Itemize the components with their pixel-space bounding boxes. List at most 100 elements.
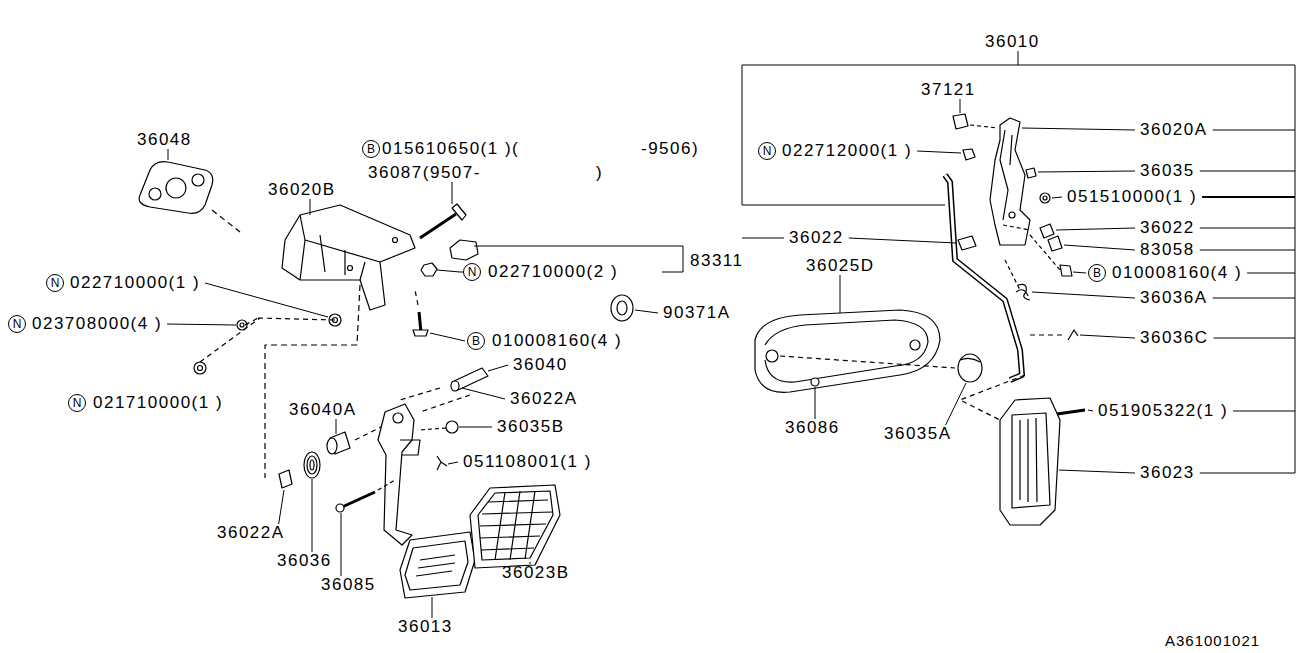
callout-number: 015610650(1 )( [382, 138, 519, 160]
leader-line [1080, 335, 1135, 338]
leader-line [1022, 128, 1135, 130]
leader-line [1064, 245, 1135, 250]
circled-letter: B [362, 140, 380, 158]
leader-line [341, 513, 342, 576]
leader-line [336, 419, 337, 434]
callout-number: ) [596, 162, 603, 184]
leader-line [849, 238, 956, 243]
callout-number: 36040A [289, 399, 357, 421]
callout-number: 36086 [785, 417, 840, 439]
leader-line [167, 324, 236, 325]
callout-number: 051510000(1 ) [1067, 186, 1197, 208]
leader-line [1200, 250, 1295, 251]
leader-line [1213, 298, 1295, 299]
callout-number: 051108001(1 ) [463, 451, 592, 473]
circled-letter: N [46, 274, 64, 292]
circled-letter: N [463, 263, 481, 281]
circled-letter-text: B [472, 335, 480, 347]
leader-line [1038, 171, 1135, 172]
circled-letter: B [1088, 264, 1106, 282]
callout-number: 36035A [884, 423, 952, 445]
callout-number: 010008160(4 ) [1112, 262, 1242, 284]
callout-number: 36023 [1140, 462, 1195, 484]
callout-number: 36022A [510, 388, 578, 410]
leader-line [1200, 171, 1295, 172]
leader-line [1018, 51, 1019, 65]
circled-letter-text: N [468, 266, 477, 278]
callout-number: 83058 [1140, 239, 1195, 261]
callout-number: 023708000(4 ) [32, 313, 162, 335]
leader-line [1032, 292, 1135, 298]
callout-number: 36035B [497, 416, 565, 438]
callout-number: 36022A [217, 522, 285, 544]
callout-number: 022710000(2 ) [488, 261, 618, 283]
leader-line [742, 238, 784, 239]
callout-number: 36010 [985, 31, 1040, 53]
leader-line [946, 383, 966, 425]
callout-number: 36022 [1140, 217, 1195, 239]
leader-line [1200, 228, 1295, 229]
callout-number: 36035 [1140, 160, 1195, 182]
callout-number: 36036C [1140, 327, 1209, 349]
callout-number: 36020B [268, 179, 336, 201]
leader-line [1088, 410, 1093, 411]
callout-number: -9506) [641, 138, 699, 160]
leader-line [1247, 273, 1295, 274]
callout-number: 051905322(1 ) [1098, 400, 1228, 422]
leader-line [1200, 473, 1295, 474]
callout-number: 36025D [806, 255, 875, 277]
callout-number: 36022 [789, 227, 844, 249]
leader-line [310, 199, 311, 215]
leader-line [1233, 411, 1295, 412]
leader-line [1213, 130, 1295, 131]
leader-line [960, 99, 961, 113]
callout-number: 36013 [398, 616, 453, 638]
leader-line [432, 597, 433, 618]
leader-line [1214, 338, 1295, 339]
callout-number: 36048 [137, 129, 192, 151]
leader-line [205, 283, 328, 317]
callout-number: 36087(9507- [368, 162, 481, 184]
leader-line [1052, 197, 1062, 198]
callout-number: 90371A [663, 302, 731, 324]
circled-letter-text: N [13, 318, 22, 330]
callout-number: A361001021 [1165, 630, 1260, 652]
callout-number: 36040 [513, 354, 568, 376]
leader-line [815, 387, 816, 419]
circled-letter: B [467, 332, 485, 350]
circled-letter: N [68, 394, 86, 412]
circled-letter-text: B [367, 143, 375, 155]
leader-line [1056, 228, 1135, 230]
leader-line [459, 427, 492, 428]
callout-number: 37121 [921, 79, 976, 101]
callout-number: 36036A [1140, 287, 1208, 309]
circled-letter-text: N [51, 277, 60, 289]
leader-line [452, 182, 453, 204]
leader-line [312, 479, 313, 552]
callout-number: 83311 [690, 250, 744, 272]
callout-number: 36023B [502, 562, 570, 584]
callout-number: 022712000(1 ) [782, 140, 912, 162]
leader-line [840, 275, 841, 313]
callout-number: 010008160(4 ) [492, 330, 622, 352]
leader-line [635, 310, 658, 313]
leader-line [448, 462, 458, 464]
leader-line [917, 151, 961, 153]
callout-number: 36036 [277, 550, 332, 572]
callout-number: 022710000(1 ) [70, 272, 200, 294]
circled-letter-text: B [1093, 267, 1101, 279]
leader-line [1059, 470, 1135, 473]
circled-letter-text: N [73, 397, 82, 409]
leader-line [488, 365, 508, 371]
callout-number: 36020A [1140, 119, 1208, 141]
circled-letter: N [8, 315, 26, 333]
callout-number: 021710000(1 ) [93, 392, 223, 414]
callout-number: 36085 [321, 574, 376, 596]
circled-letter-text: N [763, 145, 772, 157]
circled-letter: N [758, 142, 776, 160]
leader-line [1202, 196, 1295, 198]
leader-line [462, 388, 505, 399]
